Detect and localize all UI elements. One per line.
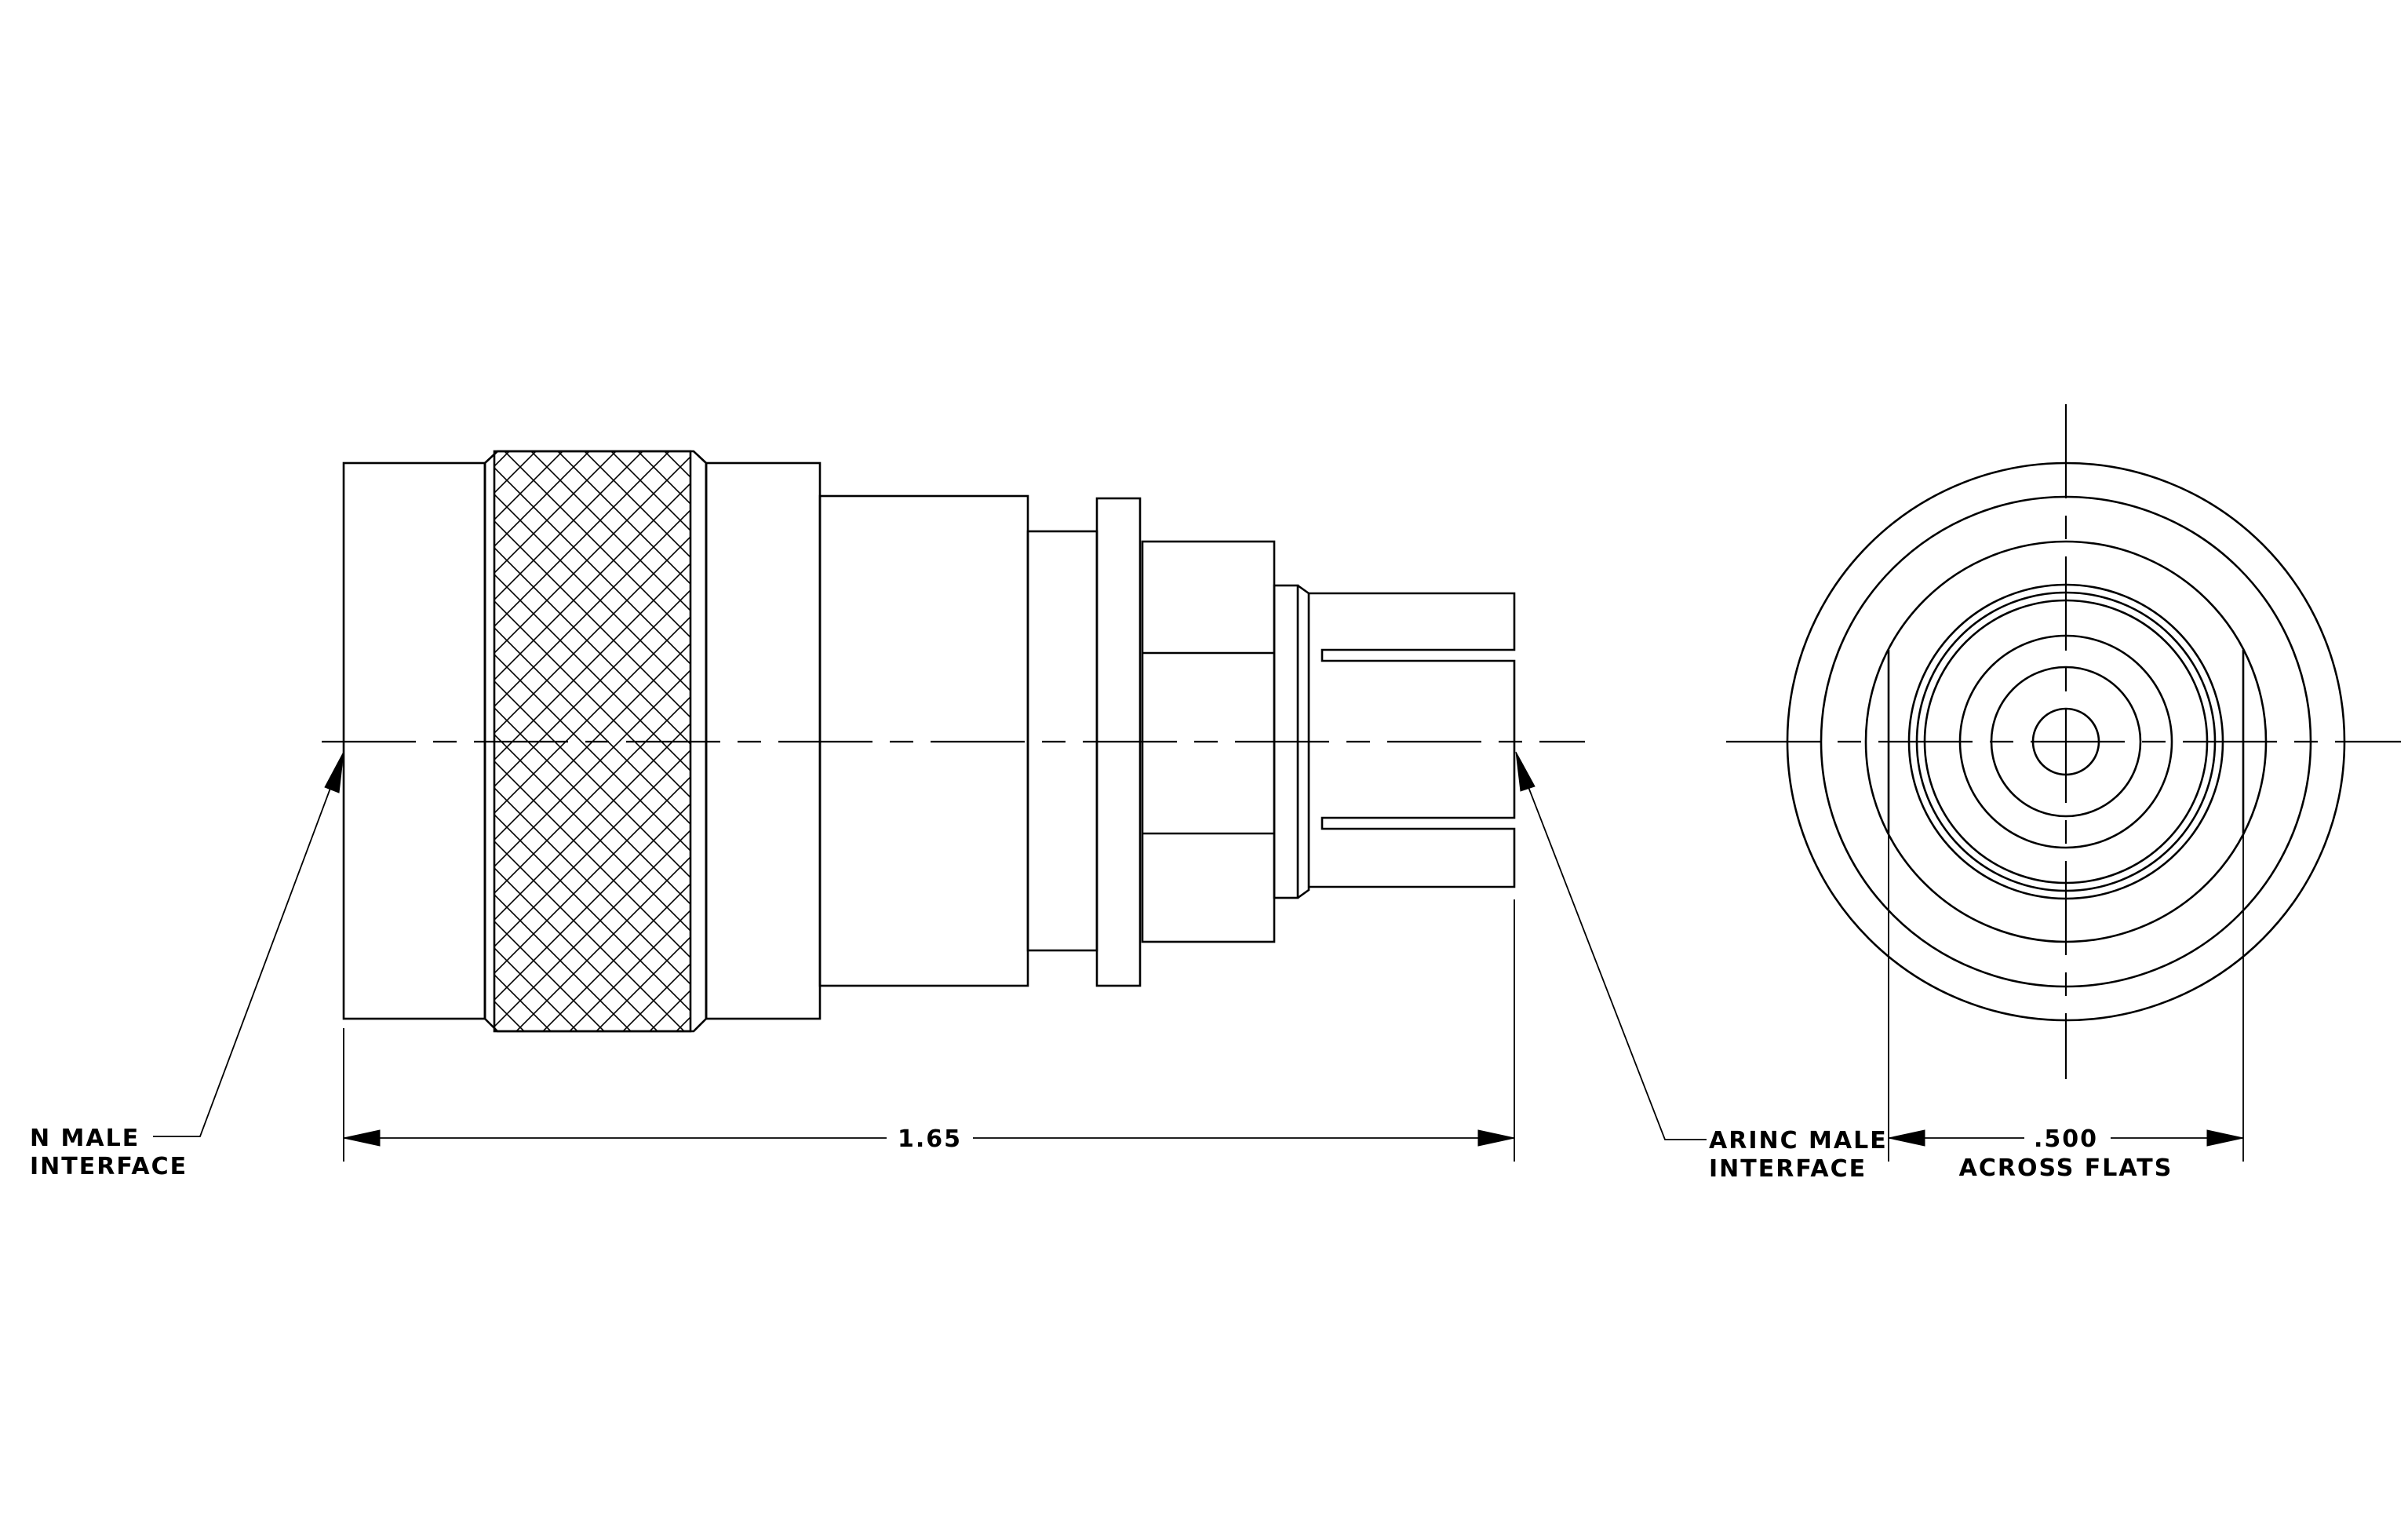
overall-length-label: 1.65: [898, 1125, 962, 1153]
slotted-contact: [1309, 592, 1516, 888]
arinc-label-line1: ARINC MALE: [1709, 1127, 1888, 1154]
n-male-leader: N MALE INTERFACE: [30, 751, 344, 1180]
across-flats-label: ACROSS FLATS: [1959, 1154, 2173, 1182]
across-flats-dimension: .500 ACROSS FLATS: [1888, 1125, 2244, 1182]
n-male-label-line1: N MALE: [30, 1125, 140, 1152]
arinc-label-line2: INTERFACE: [1709, 1155, 1867, 1183]
overall-length-dimension: 1.65: [343, 1125, 1515, 1153]
arinc-male-leader: ARINC MALE INTERFACE: [1515, 751, 1888, 1183]
across-flats-value: .500: [2034, 1125, 2098, 1153]
n-male-label-line2: INTERFACE: [30, 1153, 188, 1180]
